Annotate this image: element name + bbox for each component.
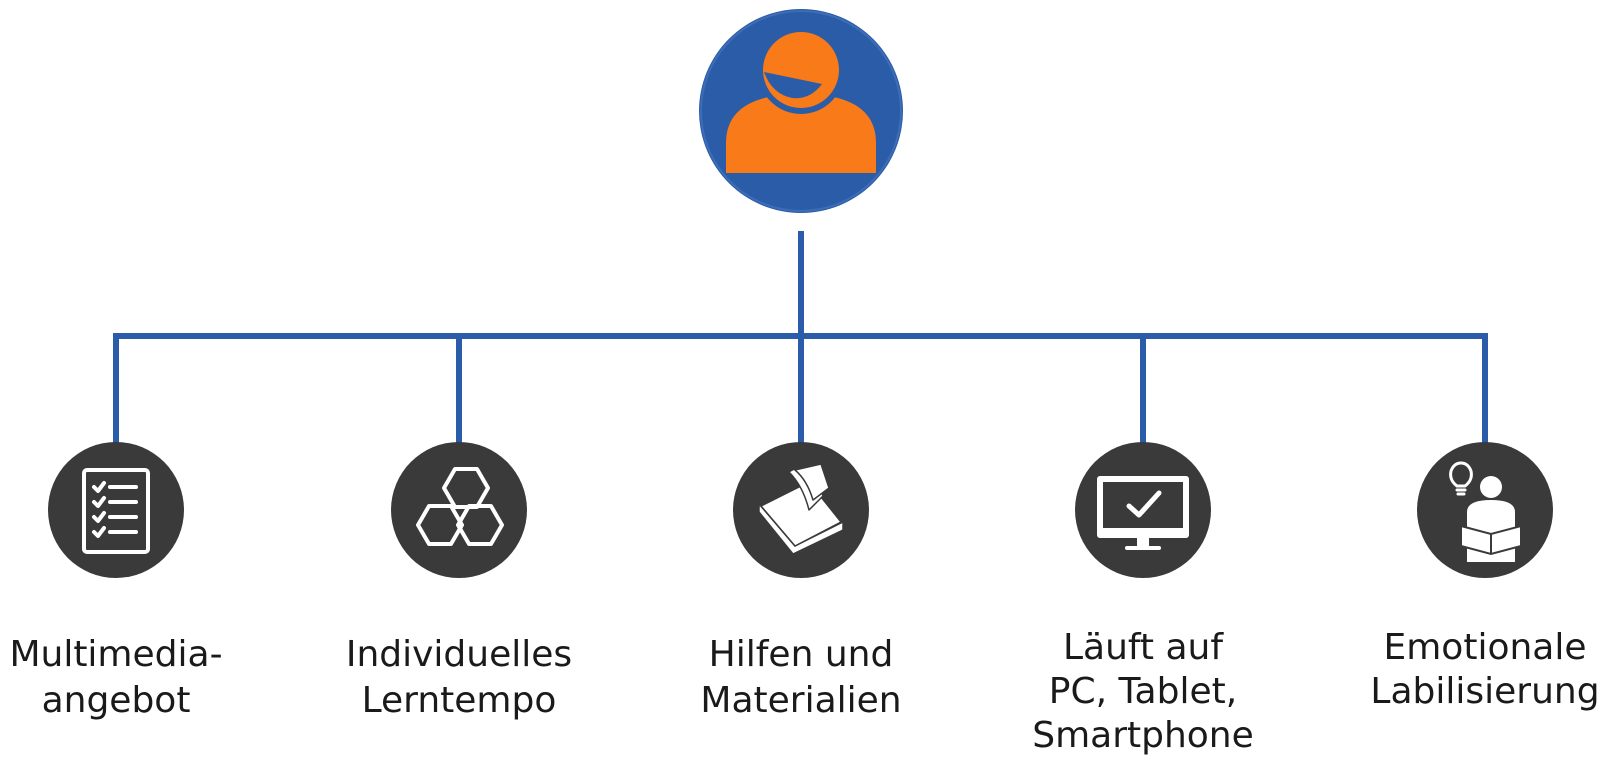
child-label-5: Emotionale Labilisierung — [1370, 627, 1600, 712]
hexagons-icon — [416, 467, 504, 546]
child-node-4-icon-circle — [1075, 442, 1211, 578]
child-label-1: Multimedia- angebot — [9, 634, 223, 721]
reader-lightbulb-icon — [1449, 461, 1522, 562]
book-icon — [758, 463, 844, 555]
user-person-icon — [699, 9, 903, 213]
root-node — [698, 8, 904, 214]
child-label-4: Läuft auf PC, Tablet, Smartphone — [1032, 627, 1254, 756]
child-node-1-icon-circle — [48, 442, 184, 578]
child-label-2: Individuelles Lerntempo — [345, 634, 573, 721]
child-label-3: Hilfen und Materialien — [700, 634, 902, 721]
child-node-2-icon-circle — [391, 442, 527, 578]
monitor-check-icon — [1097, 476, 1189, 550]
checklist-icon — [82, 468, 150, 554]
child-node-3-icon-circle — [733, 442, 869, 578]
child-node-5-icon-circle — [1417, 442, 1553, 578]
